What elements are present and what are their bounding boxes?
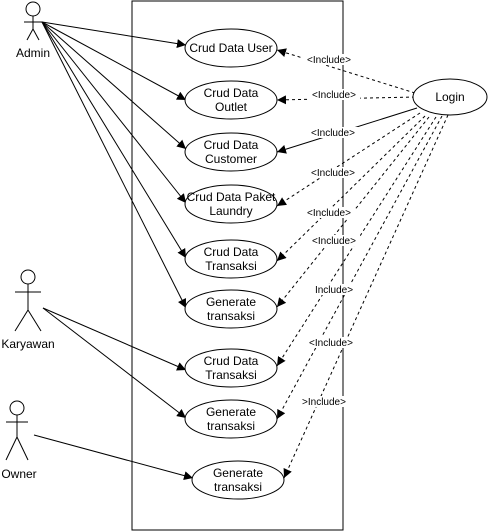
use-case-generate-transaksi-admin[interactable]: Generate transaksi	[184, 289, 278, 329]
include-label-uc5: <Include>	[307, 208, 351, 219]
include-label-uc2: <Include>	[312, 90, 356, 101]
include-label-bg	[310, 284, 358, 295]
use-case-generate-transaksi-owner[interactable]: Generate transaksi	[191, 460, 285, 500]
svg-text:Crud Data: Crud Data	[204, 245, 259, 259]
include-label-bg	[302, 207, 356, 218]
use-case-crud-data-transaksi-karyawan[interactable]: Crud Data Transaksi	[184, 348, 278, 388]
include-label-bg	[306, 167, 360, 178]
include-line-uc9	[283, 114, 449, 479]
svg-text:Customer: Customer	[205, 152, 257, 166]
actor-owner[interactable]: Owner	[1, 400, 37, 481]
svg-text:Laundry: Laundry	[209, 204, 252, 218]
svg-text:Generate: Generate	[206, 295, 256, 309]
include-label-uc7: Include>	[315, 285, 353, 296]
include-line-uc4	[276, 112, 421, 207]
use-case-login[interactable]: Login	[412, 78, 488, 116]
svg-text:transaksi: transaksi	[214, 480, 262, 494]
svg-text:Crud Data: Crud Data	[204, 138, 259, 152]
svg-text:Login: Login	[435, 90, 464, 104]
svg-text:Crud Data Paket: Crud Data Paket	[187, 190, 276, 204]
svg-text:Outlet: Outlet	[215, 100, 248, 114]
include-line-uc5	[276, 115, 426, 262]
include-label-bg	[302, 54, 356, 65]
association-owner-uc9	[33, 434, 194, 480]
association-admin-uc3	[41, 21, 187, 150]
svg-text:Crud Data User: Crud Data User	[189, 41, 272, 55]
actor-karyawan-label: Karyawan	[1, 337, 54, 351]
association-karyawan-uc8	[42, 307, 187, 419]
include-label-uc3: <Include>	[311, 128, 355, 139]
include-label-bg	[306, 127, 360, 138]
svg-text:Transaksi: Transaksi	[205, 259, 257, 273]
svg-text:Generate: Generate	[213, 466, 263, 480]
use-case-crud-data-transaksi-admin[interactable]: Crud Data Transaksi	[184, 239, 278, 279]
include-label-uc9: >Include>	[302, 397, 346, 408]
include-line-uc1	[276, 48, 416, 94]
association-admin-uc5	[41, 21, 187, 259]
include-label-bg	[307, 235, 361, 246]
include-label-bg	[297, 396, 351, 407]
include-label-bg	[307, 89, 361, 100]
actor-karyawan[interactable]: Karyawan	[1, 269, 55, 351]
include-line-uc2	[276, 95, 416, 105]
svg-text:Generate: Generate	[206, 405, 256, 419]
association-karyawan-uc7	[42, 307, 187, 371]
association-admin-uc2	[41, 21, 187, 101]
svg-text:transaksi: transaksi	[207, 419, 255, 433]
include-line-uc7	[276, 116, 437, 367]
include-label-bg	[304, 337, 358, 348]
use-case-crud-data-outlet[interactable]: Crud Data Outlet	[184, 80, 278, 120]
include-label-uc8: <Include>	[309, 338, 353, 349]
include-label-uc6: <Include>	[312, 236, 356, 247]
svg-text:Crud Data: Crud Data	[204, 86, 259, 100]
association-admin-uc6	[41, 21, 187, 309]
include-labels: <Include> <Include> <Include> <Include> <Inc…	[297, 54, 361, 408]
svg-text:Transaksi: Transaksi	[205, 368, 257, 382]
include-label-uc4: <Include>	[311, 168, 355, 179]
use-case-crud-data-paket-laundry[interactable]: Crud Data Paket Laundry	[184, 184, 278, 224]
svg-text:transaksi: transaksi	[207, 309, 255, 323]
actor-owner-label: Owner	[1, 467, 36, 481]
association-admin-uc4	[41, 21, 187, 204]
actor-admin[interactable]: Admin	[16, 1, 50, 60]
use-case-generate-transaksi-karyawan[interactable]: Generate transaksi	[184, 399, 278, 439]
svg-text:Crud Data: Crud Data	[204, 354, 259, 368]
use-case-crud-data-customer[interactable]: Crud Data Customer	[184, 132, 278, 172]
association-admin-uc1	[41, 21, 187, 49]
use-case-crud-data-user[interactable]: Crud Data User	[184, 28, 278, 68]
association-lines	[33, 21, 194, 480]
include-label-uc1: <Include>	[307, 55, 351, 66]
actor-admin-label: Admin	[16, 46, 50, 60]
